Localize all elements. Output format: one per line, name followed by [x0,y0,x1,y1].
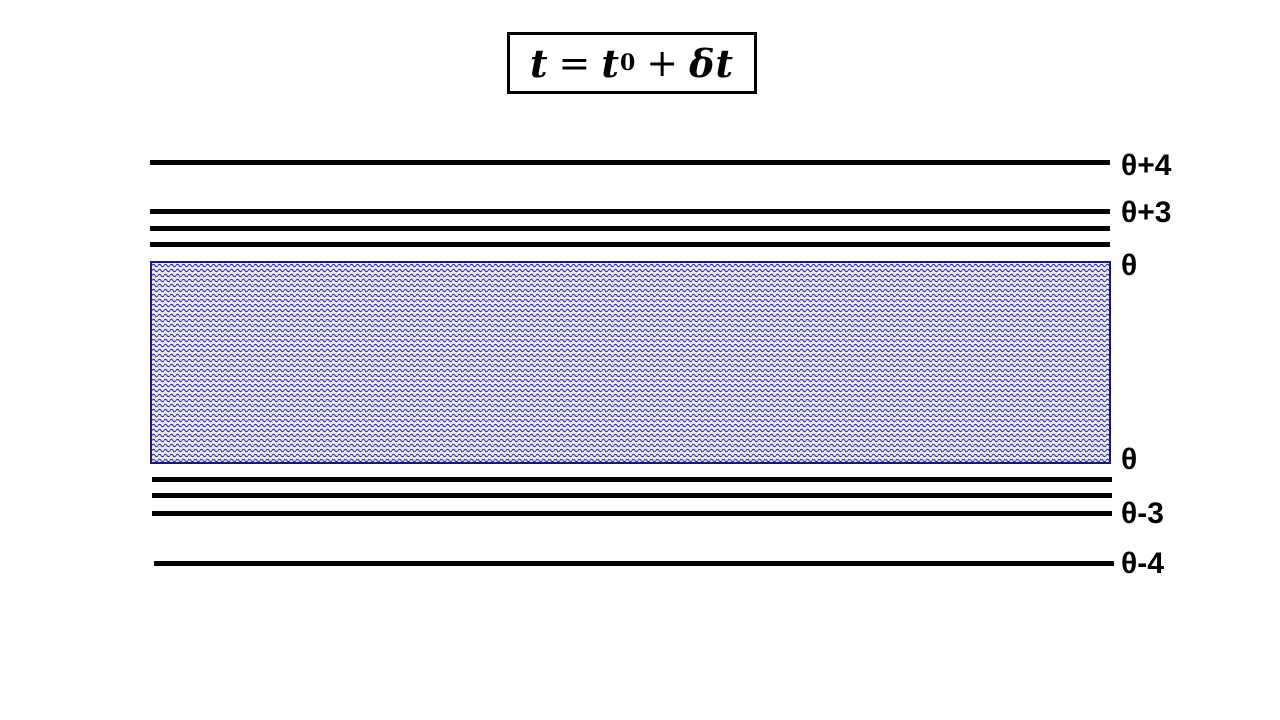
isotherm-line-plus-3 [150,209,1110,214]
isotherm-line-minus-3 [152,511,1112,516]
isotherm-line-minus-4 [154,561,1114,566]
equation-equals: = [558,41,592,85]
hatched-band [150,261,1111,464]
label-theta-plus-3: θ+3 [1121,196,1172,229]
label-theta-lower: θ [1121,443,1138,476]
isotherm-line-minus-1 [152,477,1112,482]
label-theta-plus-4: θ+4 [1121,149,1172,182]
equation-plus: + [646,41,680,85]
band-pattern [152,263,1109,462]
equation-term2: δt [689,40,735,86]
equation-term1-subscript: 0 [619,50,637,76]
isotherm-line-minus-2 [152,493,1112,498]
isotherm-line-plus-4 [150,160,1110,165]
equation-lhs: t [529,40,549,86]
label-theta-minus-3: θ-3 [1121,497,1164,530]
isotherm-line-plus-2 [150,226,1110,231]
label-theta-minus-4: θ-4 [1121,547,1164,580]
label-theta-upper: θ [1121,249,1138,282]
isotherm-line-plus-1 [150,242,1110,247]
equation-term1: t [601,40,620,86]
